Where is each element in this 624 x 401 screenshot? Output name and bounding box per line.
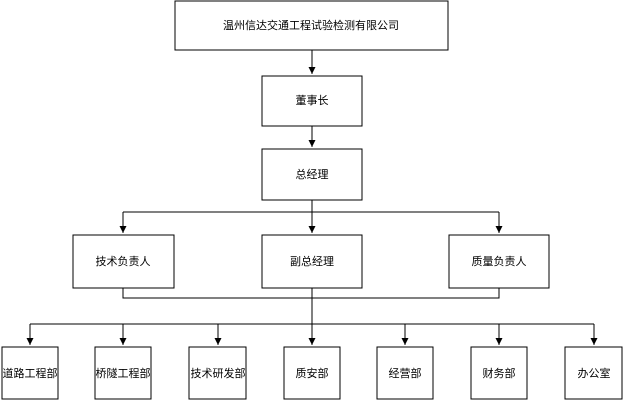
tech-lead-node: 技术负责人 <box>72 234 175 289</box>
company-node: 温州信达交通工程试验检测有限公司 <box>174 0 449 51</box>
department-node: 道路工程部 <box>1 346 59 400</box>
quality-lead-node: 质量负责人 <box>448 234 550 289</box>
department-node: 财务部 <box>470 346 528 400</box>
department-label: 道路工程部 <box>3 366 58 380</box>
department-label: 桥隧工程部 <box>96 366 151 380</box>
tech-lead-label: 技术负责人 <box>96 254 151 268</box>
company-label: 温州信达交通工程试验检测有限公司 <box>223 18 399 32</box>
department-node: 经营部 <box>376 346 434 400</box>
general-manager-node: 总经理 <box>261 148 363 201</box>
department-label: 经营部 <box>389 366 422 380</box>
connectors <box>26 50 598 345</box>
deputy-gm-label: 副总经理 <box>290 254 334 268</box>
department-node: 办公室 <box>564 346 623 400</box>
department-label: 技术研发部 <box>191 366 246 380</box>
department-node: 质安部 <box>283 346 341 400</box>
department-label: 财务部 <box>483 366 516 380</box>
chairman-node: 董事长 <box>261 75 363 127</box>
general-manager-label: 总经理 <box>296 167 329 181</box>
department-node: 技术研发部 <box>188 346 247 400</box>
deputy-gm-node: 副总经理 <box>261 234 363 289</box>
chairman-label: 董事长 <box>296 94 329 107</box>
department-label: 办公室 <box>578 366 611 380</box>
connector-level2-merge <box>122 288 500 299</box>
department-label: 质安部 <box>296 366 329 380</box>
quality-lead-label: 质量负责人 <box>472 254 527 268</box>
department-node: 桥隧工程部 <box>94 346 152 400</box>
